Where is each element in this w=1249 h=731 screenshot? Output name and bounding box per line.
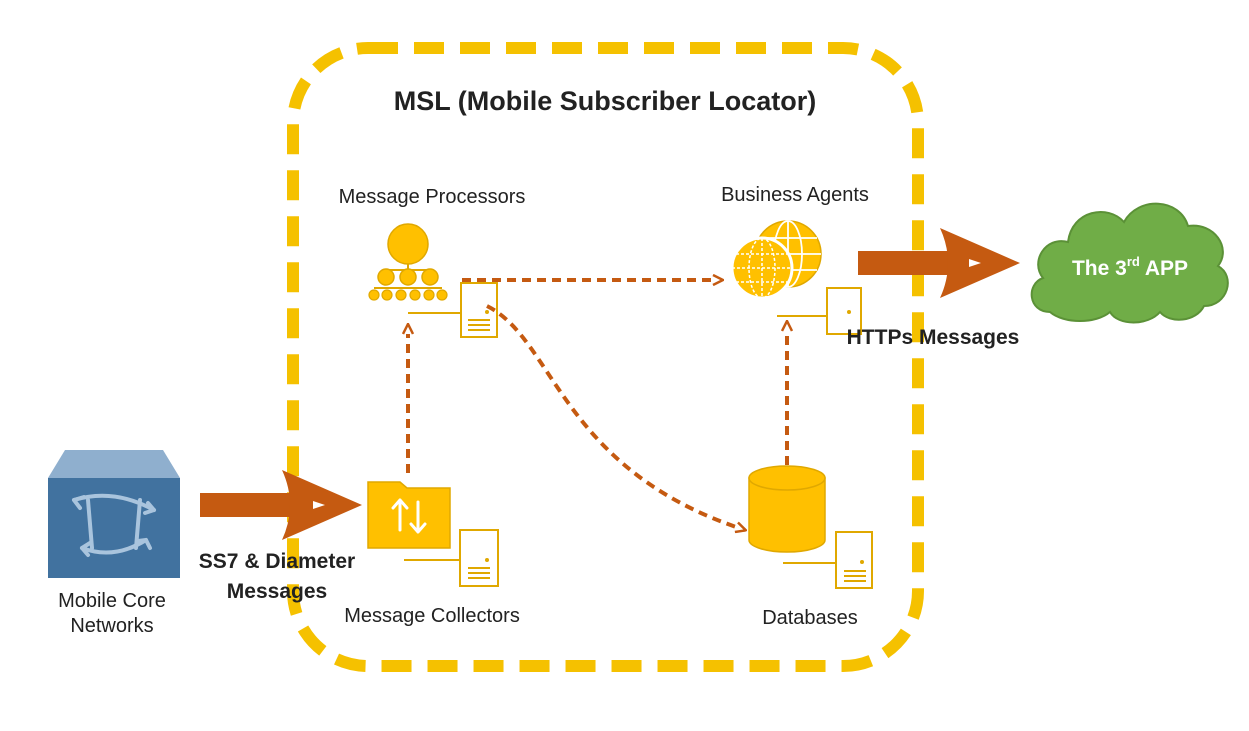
message-processors-label: Message Processors: [339, 186, 526, 208]
third-app-label: The 3rd APP: [1072, 254, 1188, 280]
processors-to-databases-arrow: [486, 304, 745, 530]
collector-server-icon: [404, 529, 499, 587]
processor-server-icon: [408, 282, 498, 338]
msl-boundary: [287, 42, 924, 672]
https-messages-label: HTTPs Messages: [847, 326, 1020, 349]
ss7-input-arrow: [200, 470, 362, 540]
diagram-title: MSL (Mobile Subscriber Locator): [394, 86, 817, 116]
database-server-icon: [783, 531, 873, 589]
third-app-prefix: The 3: [1072, 257, 1127, 280]
third-app-suffix: APP: [1140, 257, 1188, 280]
https-output-arrow: [858, 228, 1020, 298]
third-app-cloud-icon: [1030, 202, 1229, 324]
business-agents-icon: [730, 220, 822, 300]
ss7-diameter-label-line1: SS7 & Diameter: [199, 550, 355, 573]
databases-icon: [748, 465, 826, 553]
agent-server-icon: [777, 287, 862, 335]
message-collectors-icon: [367, 481, 451, 549]
databases-label: Databases: [762, 607, 858, 629]
mobile-core-label-line1: Mobile Core: [58, 590, 166, 612]
mobile-core-networks-icon: [48, 450, 180, 578]
message-processors-icon: [368, 223, 448, 301]
third-app-superscript: rd: [1127, 254, 1140, 269]
business-agents-label: Business Agents: [721, 184, 869, 206]
ss7-diameter-label-line2: Messages: [227, 580, 327, 603]
mobile-core-label-line2: Networks: [70, 615, 153, 637]
message-collectors-label: Message Collectors: [344, 605, 520, 627]
